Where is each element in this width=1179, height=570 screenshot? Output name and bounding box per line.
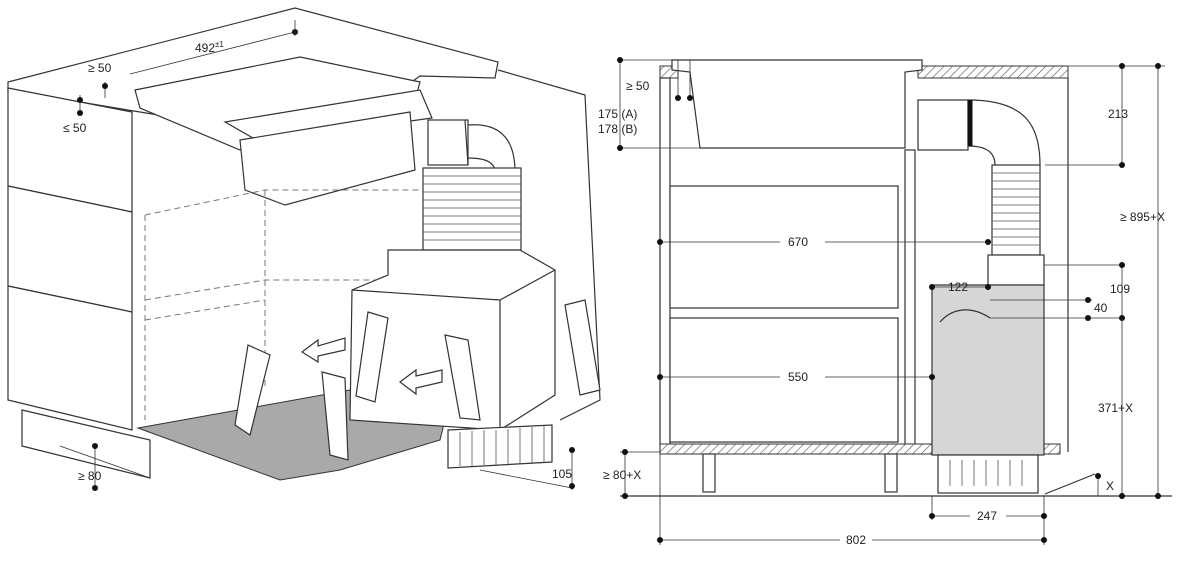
bracket-5	[564, 299, 601, 396]
label-178b: 178 (B)	[598, 122, 637, 136]
cooktop-trough	[671, 59, 923, 149]
label-105: 105	[552, 467, 572, 481]
dim-ge80: ≥ 80	[59, 443, 151, 491]
label-122: 122	[948, 280, 968, 294]
section-duct	[917, 99, 1045, 286]
cabinet-right-wall	[904, 149, 916, 453]
dim-40: 40	[990, 297, 1125, 321]
dim-ge50-section: ≥ 50	[617, 57, 693, 150]
leg-left	[702, 453, 716, 493]
dim-492: 492±1	[129, 20, 298, 75]
bracket-2	[321, 371, 349, 461]
dim-80x: ≥ 80+X	[603, 449, 660, 499]
section-fan-module	[931, 284, 1045, 456]
dim-371x: 371+X	[1098, 318, 1133, 499]
dim-105: 105	[479, 447, 575, 490]
label-213: 213	[1108, 107, 1128, 121]
bellows-duct	[422, 119, 522, 251]
label-895x: ≥ 895+X	[1120, 210, 1165, 224]
dim-213: 213	[1045, 63, 1165, 168]
dim-802: 802	[657, 452, 1047, 547]
label-371x: 371+X	[1098, 401, 1133, 415]
label-x: X	[1106, 479, 1114, 493]
cooktop-plate	[223, 89, 433, 143]
dim-895x: ≥ 895+X	[1120, 63, 1165, 499]
airflow-arrow-left	[300, 337, 346, 364]
drawer-front-3	[7, 285, 133, 431]
dim-122: 122	[929, 280, 991, 300]
label-175a: 175 (A)	[598, 107, 637, 121]
leg-right	[884, 453, 898, 493]
label-247: 247	[977, 509, 997, 523]
cabinet-left-wall	[659, 77, 671, 453]
label-40: 40	[1094, 301, 1108, 315]
section-view: ≥ 50 175 (A) 178 (B) 670 550 122	[598, 57, 1172, 547]
dim-175-178: 175 (A) 178 (B)	[598, 107, 700, 151]
dim-550: 550	[657, 370, 935, 384]
label-109: 109	[1110, 282, 1130, 296]
drawer-upper	[669, 185, 899, 309]
dim-x: X	[1095, 473, 1114, 496]
perspective-view: 492±1 ≥ 50 ≤ 50 ≥ 80 105	[7, 7, 601, 491]
dim-109: 109	[1044, 262, 1130, 318]
side-panel	[497, 69, 601, 421]
label-802: 802	[846, 533, 866, 547]
section-fan-grille	[937, 454, 1039, 494]
bracket-4	[444, 334, 481, 421]
dim-ge50-top: ≥ 50	[88, 61, 112, 98]
label-550: 550	[788, 370, 808, 384]
label-ge50-section: ≥ 50	[626, 79, 650, 93]
bracket-1	[234, 344, 271, 436]
dim-le50: ≤ 50	[63, 95, 87, 135]
cabinet-inner	[144, 189, 420, 420]
airflow-arrow-right	[399, 368, 443, 396]
fan-grille	[447, 424, 553, 469]
label-le50: ≤ 50	[63, 121, 87, 135]
cabinet-bottom	[659, 443, 1061, 455]
dim-670: 670	[657, 235, 991, 249]
bracket-3	[355, 311, 389, 403]
label-ge80: ≥ 80	[78, 469, 102, 483]
drawer-lower	[669, 317, 899, 443]
label-492: 492±1	[195, 40, 224, 55]
label-80x: ≥ 80+X	[603, 468, 641, 482]
dim-247: 247	[929, 496, 1047, 545]
label-670: 670	[788, 235, 808, 249]
worktop-section	[917, 65, 1069, 79]
extractor-body	[239, 111, 416, 206]
label-ge50-top: ≥ 50	[88, 61, 112, 75]
